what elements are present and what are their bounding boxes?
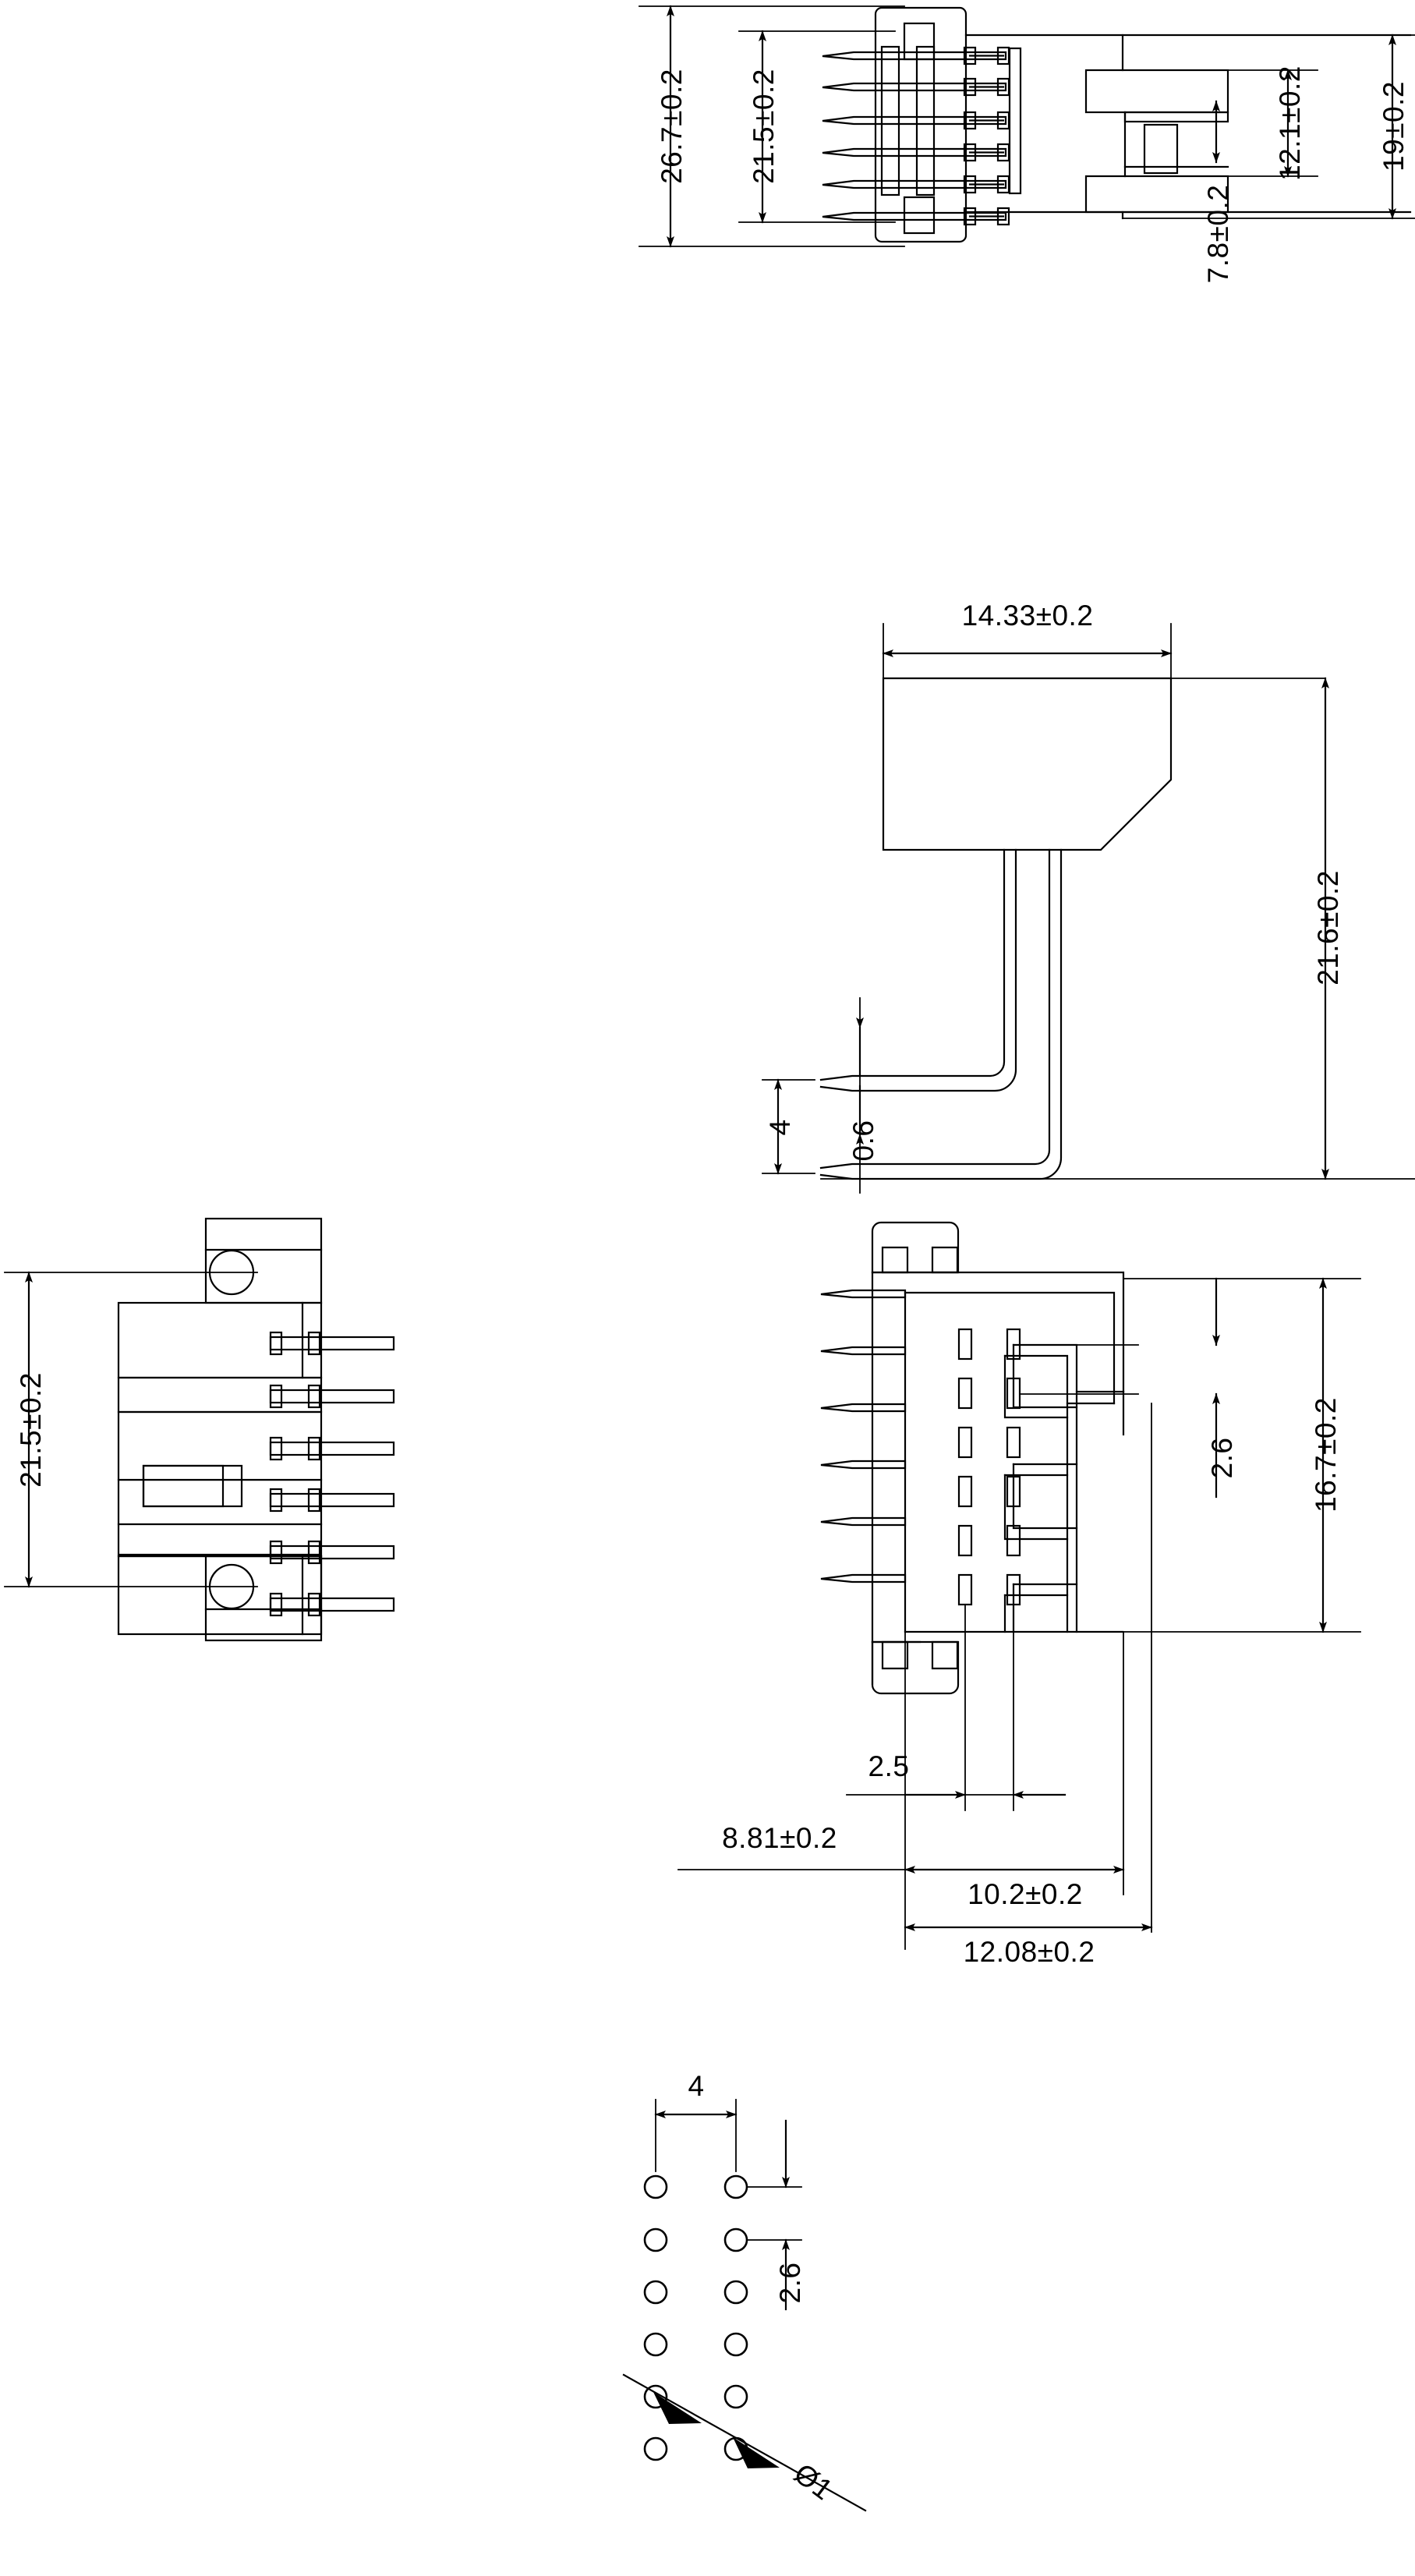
- dim-21-6: 21.6±0.2: [1312, 677, 1344, 1180]
- pin-row: [269, 1384, 395, 1409]
- pin-row: [822, 46, 1010, 65]
- dim-21-5-front-label: 21.5±0.2: [15, 1372, 47, 1488]
- pcb-hole: [643, 2227, 668, 2252]
- dim-14-33-label: 14.33±0.2: [962, 600, 1094, 632]
- dim-2-6-pitch-label: 2.6: [774, 2263, 806, 2304]
- pcb-hole: [723, 2227, 748, 2252]
- pcb-hole: [723, 2384, 748, 2409]
- dim-12-1-label: 12.1±0.2: [1274, 65, 1306, 181]
- top-view-mating-shell: [1084, 34, 1229, 220]
- dim-hole-dia-label: Ø1: [788, 2457, 839, 2506]
- dim-19: 19±0.2: [1378, 34, 1410, 220]
- pin-row: [269, 1540, 395, 1565]
- pcb-hole: [643, 2174, 668, 2199]
- side-view: 14.33±0.2 4 0.6: [762, 600, 1415, 1194]
- front-view-pins: [269, 1331, 395, 1617]
- front-view: 21.5±0.2: [4, 1217, 395, 1642]
- dim-12-08: 12.08±0.2: [904, 1923, 1153, 1968]
- dim-21-5-top: 21.5±0.2: [738, 30, 896, 224]
- rear-view-step-profile: [1003, 1343, 1125, 1633]
- dim-2-6-pitch: 2.6: [746, 2119, 806, 2311]
- pin-row: [822, 143, 1010, 162]
- pcb-hole: [643, 2436, 668, 2461]
- pcb-hole: [723, 2280, 748, 2305]
- dim-4-pitch: 4: [654, 2070, 738, 2172]
- pcb-hole-grid: [643, 2174, 748, 2461]
- dim-10-2-label: 10.2±0.2: [968, 1878, 1083, 1910]
- dim-0-6: 0.6: [847, 997, 879, 1194]
- rear-view: 2.6 16.7±0.2 2.5 8.81±0.2: [677, 1221, 1361, 1968]
- dim-2-6-rear-label: 2.6: [1206, 1438, 1238, 1479]
- dim-7-8: 7.8±0.2: [1122, 34, 1415, 284]
- rear-view-latch-bottom: [871, 1640, 960, 1695]
- dim-4-side: 4: [762, 1078, 815, 1175]
- side-view-pins: [819, 848, 1415, 1180]
- pcb-hole: [723, 2174, 748, 2199]
- pcb-hole: [643, 2384, 668, 2409]
- front-view-flange: [204, 1217, 323, 1642]
- dim-2-6-rear: 2.6: [1019, 1277, 1238, 1499]
- dim-2-5-label: 2.5: [868, 1750, 910, 1782]
- dim-8-81-label: 8.81±0.2: [722, 1822, 837, 1854]
- dim-4-pitch-label: 4: [688, 2070, 704, 2102]
- dim-26-7: 26.7±0.2: [639, 5, 905, 248]
- dim-hole-dia: Ø1: [622, 2373, 867, 2512]
- dim-12-1: 12.1±0.2: [1159, 65, 1318, 181]
- dim-19-label: 19±0.2: [1378, 81, 1410, 172]
- dim-7-8-label: 7.8±0.2: [1202, 185, 1234, 284]
- dim-16-7: 16.7±0.2: [1123, 1277, 1361, 1633]
- pin-row: [822, 207, 1010, 226]
- dim-4-side-label: 4: [764, 1119, 796, 1135]
- dim-16-7-label: 16.7±0.2: [1310, 1397, 1342, 1513]
- pin-row: [269, 1331, 395, 1356]
- pcb-hole: [643, 2332, 668, 2357]
- dim-21-6-label: 21.6±0.2: [1312, 870, 1344, 985]
- pin-row: [822, 111, 1010, 130]
- dim-8-81: 8.81±0.2: [677, 1822, 906, 1870]
- rear-view-shell: [871, 1271, 1125, 1644]
- dim-10-2: 10.2±0.2: [904, 1866, 1125, 1910]
- pcb-hole: [723, 2332, 748, 2357]
- pin-row: [269, 1436, 395, 1461]
- pcb-layout-view: 4 2.6 Ø: [622, 2070, 867, 2512]
- pin-row: [822, 175, 1010, 194]
- dim-21-5-top-label: 21.5±0.2: [748, 69, 780, 184]
- dim-26-7-label: 26.7±0.2: [656, 69, 688, 184]
- dim-14-33: 14.33±0.2: [882, 600, 1173, 726]
- rear-view-ext-lines: [904, 1403, 1152, 1950]
- pin-row: [269, 1592, 395, 1617]
- rear-view-latch-top: [871, 1221, 960, 1274]
- front-view-body: [117, 1301, 323, 1636]
- dim-21-5-front: 21.5±0.2: [4, 1271, 258, 1588]
- top-view: 26.7±0.2 21.5±0.2: [639, 5, 1415, 284]
- dim-2-5: 2.5: [846, 1750, 1067, 1799]
- side-view-housing: [882, 677, 1326, 851]
- dim-0-6-label: 0.6: [847, 1120, 879, 1162]
- pin-row: [822, 77, 1010, 97]
- rear-view-pins: [820, 1289, 907, 1583]
- pcb-hole: [643, 2280, 668, 2305]
- pin-row: [269, 1488, 395, 1513]
- dim-12-08-label: 12.08±0.2: [964, 1936, 1095, 1968]
- rear-view-contact-slots: [957, 1328, 1021, 1606]
- top-view-pins: [822, 46, 1010, 226]
